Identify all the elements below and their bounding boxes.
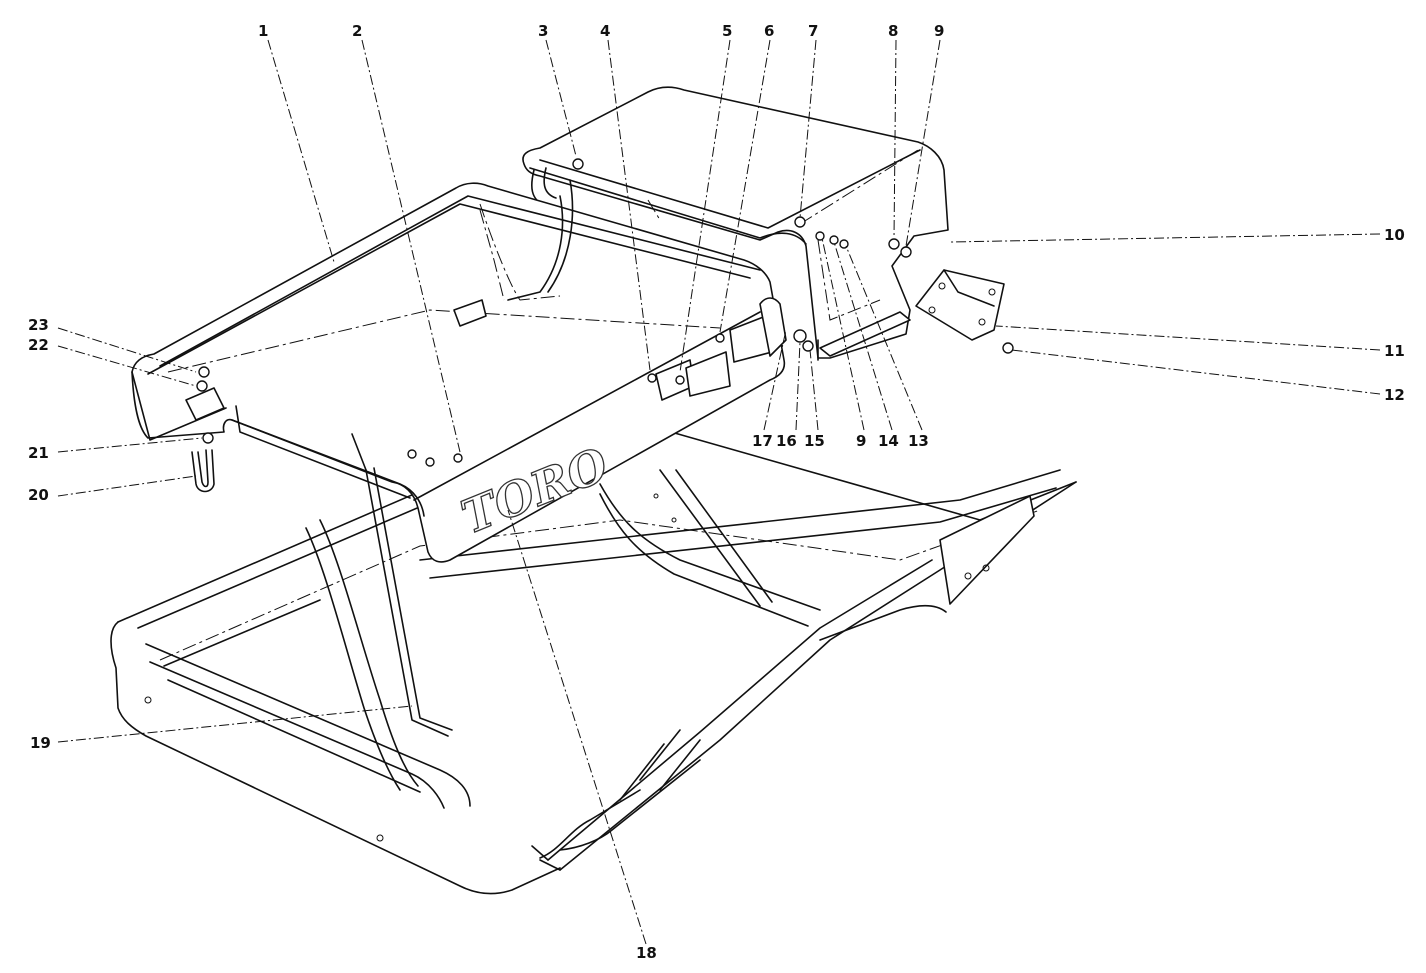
callout-23: 23 [28, 316, 49, 334]
callout-9-bottom: 9 [856, 432, 866, 450]
rear-shield [522, 86, 949, 361]
callout-19: 19 [30, 734, 51, 752]
callout-20: 20 [28, 486, 49, 504]
callout-17: 17 [752, 432, 773, 450]
leader-lines [57, 39, 1381, 945]
callout-12: 12 [1384, 386, 1405, 404]
u-bolt [191, 449, 215, 493]
callout-16: 16 [776, 432, 797, 450]
mounting-plate [915, 269, 1005, 341]
callout-6: 6 [764, 22, 774, 40]
callout-1: 1 [258, 22, 268, 40]
callout-21: 21 [28, 444, 49, 462]
callout-22: 22 [28, 336, 49, 354]
hardware-items [196, 158, 1014, 467]
callout-14: 14 [878, 432, 899, 450]
callout-9-top: 9 [934, 22, 944, 40]
callout-13: 13 [908, 432, 929, 450]
callout-18: 18 [636, 944, 657, 962]
callout-8: 8 [888, 22, 898, 40]
callout-15: 15 [804, 432, 825, 450]
callout-11: 11 [1384, 342, 1405, 360]
callout-2: 2 [352, 22, 362, 40]
callout-4: 4 [600, 22, 610, 40]
support-rod [351, 433, 453, 737]
grass-catcher-body: TORO [131, 179, 787, 563]
callout-5: 5 [722, 22, 732, 40]
callout-10: 10 [1384, 226, 1405, 244]
chassis-frame [110, 413, 1077, 895]
callout-labels: 1 2 3 4 5 6 7 8 9 10 11 12 23 22 21 20 1… [28, 22, 1405, 962]
callout-3: 3 [538, 22, 548, 40]
callout-7: 7 [808, 22, 818, 40]
